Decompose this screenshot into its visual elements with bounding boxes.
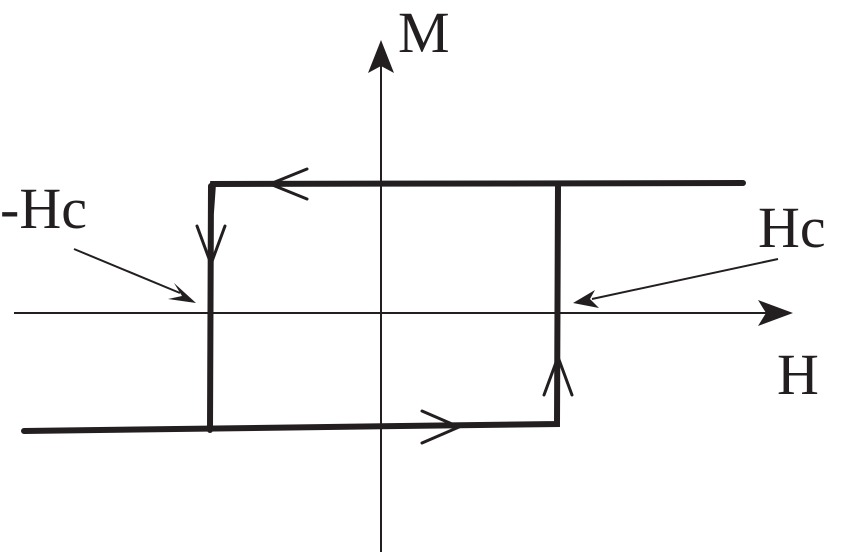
hc-pointer-line [591,258,779,300]
neg-hc-pointer-line [73,248,181,294]
m-axis-label: M [398,0,450,65]
direction-arrow-lower-rightward [420,409,463,445]
left-switching-branch [207,183,214,433]
positive-coercivity-label: Hc [758,195,826,260]
h-axis-label: H [777,342,819,407]
neg-hc-pointer-arrowhead [168,283,196,303]
direction-arrow-left-downward [195,224,227,269]
negative-coercivity-label: -Hc [0,176,87,241]
upper-branch [208,180,746,215]
lower-branch [21,183,561,434]
direction-arrow-right-upward [542,352,574,397]
hc-pointer-arrowhead [573,290,599,308]
m-axis-arrowhead [368,40,394,73]
direction-arrow-upper-leftward [266,167,309,201]
h-axis-arrowhead [758,300,793,326]
